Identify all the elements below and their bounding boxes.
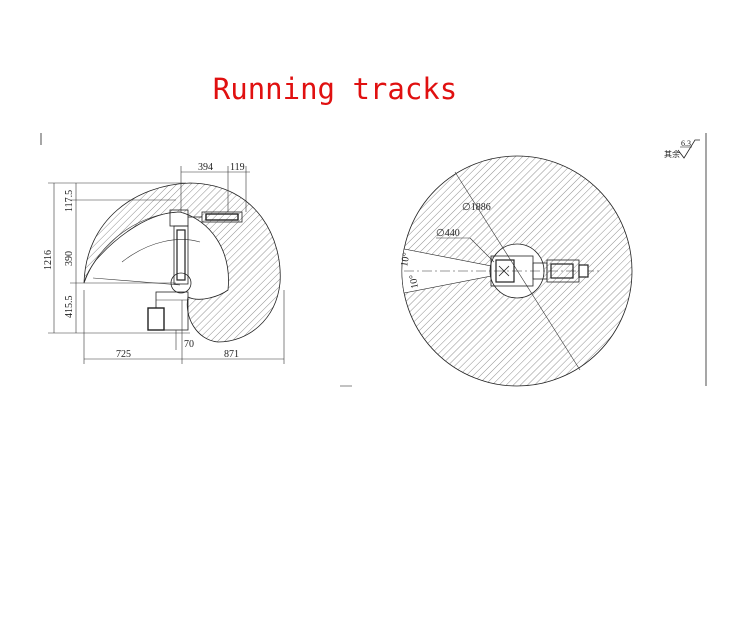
top-center-mark-b (498, 265, 510, 277)
side-inner-arc (83, 211, 181, 284)
dim-label-117-5: 117.5 (64, 190, 75, 212)
roughness-label: 其余 (664, 149, 680, 159)
dim-label-390: 390 (64, 251, 75, 266)
side-workspace-envelope (83, 182, 281, 343)
roughness-check-icon (677, 139, 700, 159)
side-inner-arc-2 (121, 239, 201, 263)
dim-label-725: 725 (116, 349, 131, 360)
top-robot-joint (495, 259, 515, 283)
top-forearm-inner (550, 263, 574, 279)
side-forearm-inner (205, 213, 239, 221)
angle-label-b: 10° (408, 274, 421, 290)
dim-label-1216: 1216 (43, 250, 54, 270)
dim-label-871: 871 (224, 349, 239, 360)
side-view: 394 119 117.5 1216 390 415.5 725 70 871 (43, 162, 285, 364)
top-wrist (578, 264, 589, 278)
angle-label-a: 10° (399, 252, 412, 268)
top-dia-outer-leader (454, 171, 581, 371)
side-arm-line (92, 277, 181, 286)
page-title: Running tracks (212, 72, 458, 106)
top-dia-inner-leader-2 (469, 237, 495, 263)
side-column-inner (176, 229, 186, 281)
roughness-value: 6.3 (681, 139, 691, 148)
side-motor (147, 307, 165, 331)
top-view: ∅1886 ∅440 10° 10° (399, 155, 633, 387)
roughness-symbol: 其余 6.3 (664, 139, 700, 159)
dim-label-70: 70 (184, 339, 194, 350)
dia-inner-label: ∅440 (436, 228, 460, 239)
side-column (173, 225, 189, 285)
dia-outer-label: ∅1886 (462, 202, 491, 213)
dim-label-394: 394 (198, 162, 213, 173)
dim-label-119: 119 (230, 162, 245, 173)
dim-label-415-5: 415.5 (64, 296, 75, 319)
